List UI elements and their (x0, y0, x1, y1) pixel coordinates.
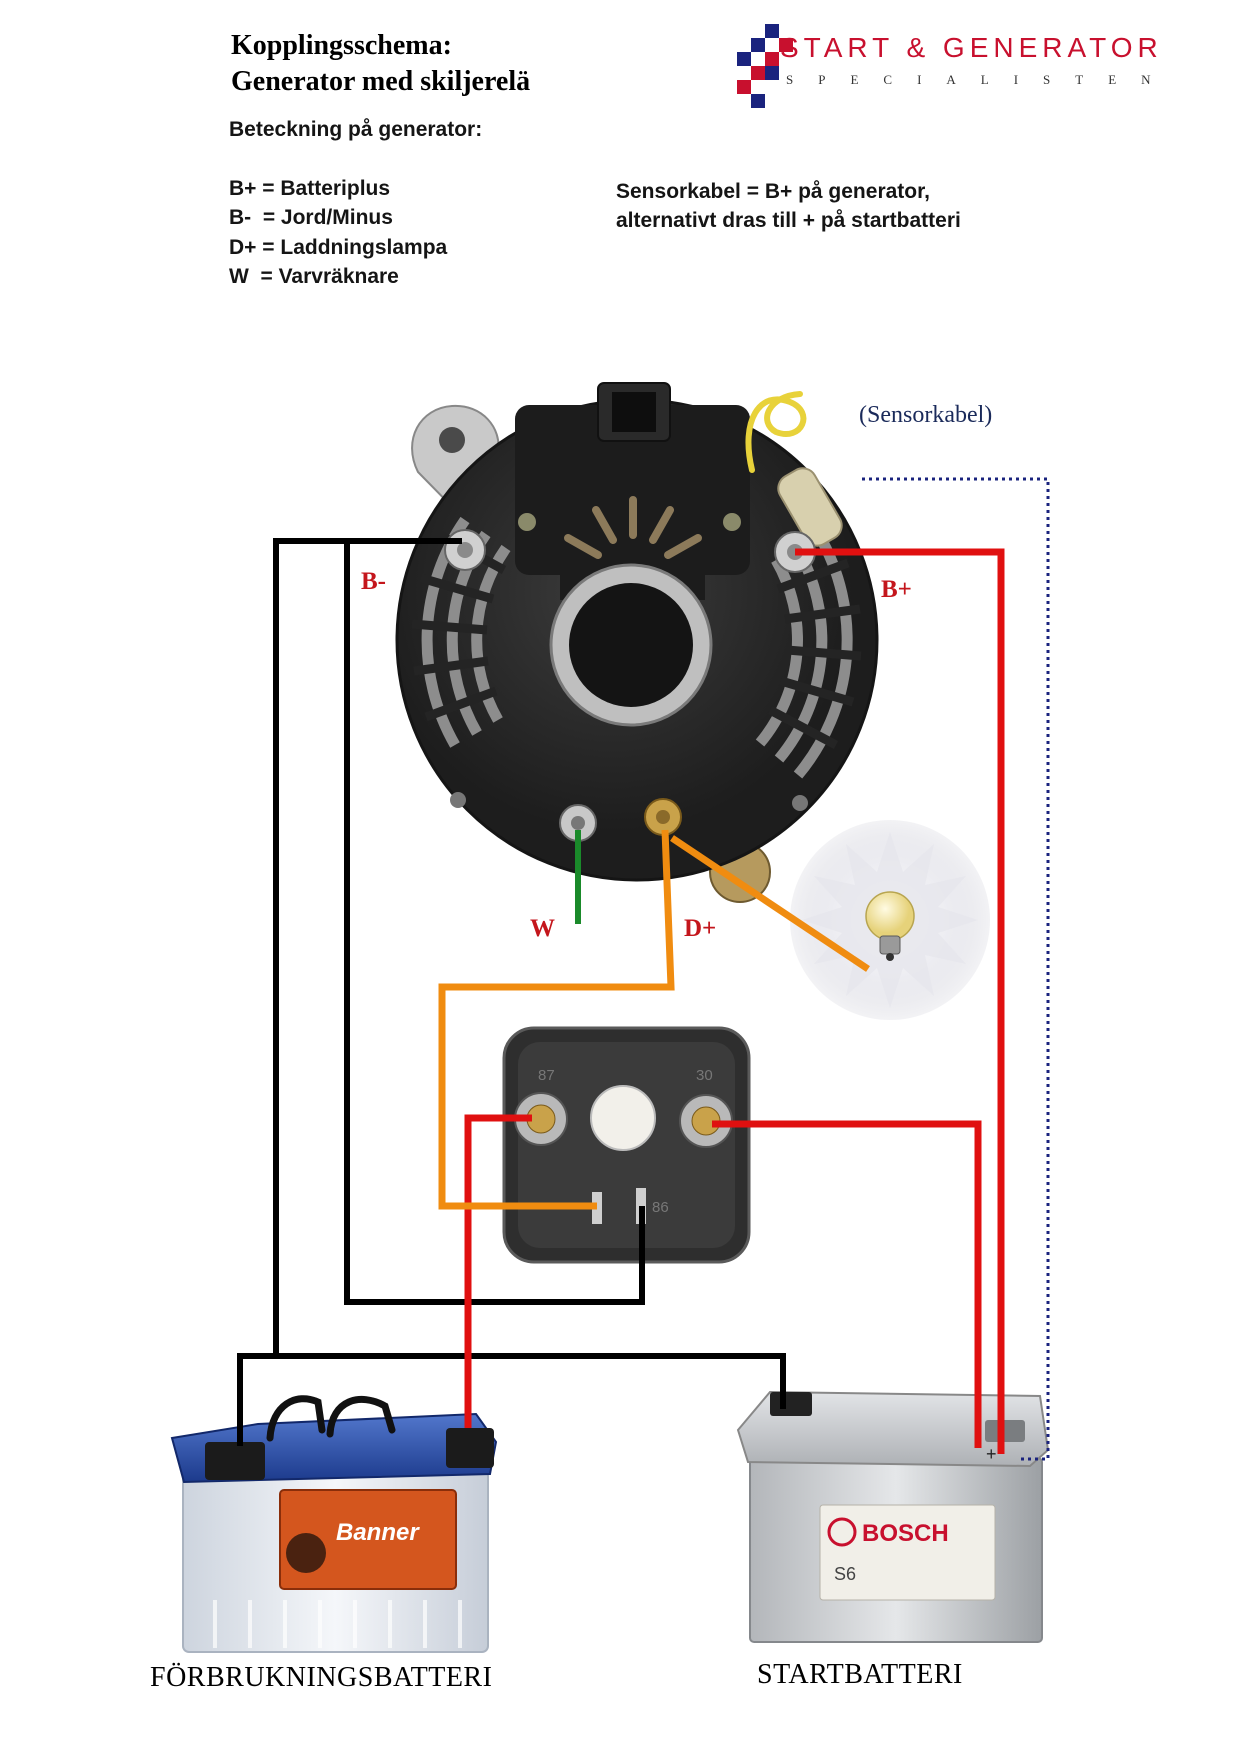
rim-screw (450, 792, 466, 808)
sensor-wire-coil (745, 391, 807, 473)
relay-to-service-wire (464, 1114, 532, 1428)
service-battery: Banner (170, 1395, 498, 1653)
page-title: Kopplingsschema: (231, 30, 452, 61)
relay-marking-87: 87 (538, 1067, 555, 1084)
legend-item: W = Varvräknare (229, 265, 399, 288)
relay-marking-30: 30 (696, 1067, 713, 1084)
logo-tagline: SPECIALISTEN (786, 72, 1176, 87)
legend-item: D+ = Laddningslampa (229, 236, 448, 259)
generator (395, 382, 879, 903)
regulator-slots (564, 496, 702, 559)
b-plus-label: B+ (881, 576, 912, 603)
lamp-bulb (865, 891, 915, 941)
relay-marking-86: 86 (652, 1199, 669, 1216)
sensor-note-line1: Sensorkabel = B+ på generator, (616, 180, 930, 203)
regulator-housing (515, 405, 750, 575)
sensor-cable-label: (Sensorkabel) (859, 402, 993, 428)
sensor-note-line2: alternativt dras till + på startbatteri (616, 209, 961, 232)
wires (237, 477, 1050, 1461)
mount-hole (439, 427, 465, 453)
d-plus-wire-relay (438, 829, 675, 1210)
logo-checker-icon (737, 24, 793, 108)
terminal-bolt (457, 542, 473, 558)
legend-heading: Beteckning på generator: (229, 118, 483, 141)
starter-battery-brand: BOSCH (862, 1520, 949, 1547)
b-plus-boot (777, 467, 843, 547)
terminal-bolt (571, 816, 585, 830)
battery-ribs (213, 1600, 462, 1648)
relay-to-starter-wire (712, 1120, 982, 1448)
starter-battery-negative-terminal (770, 1392, 812, 1416)
rim-screw (792, 795, 808, 811)
relay-knob (590, 1085, 656, 1151)
lamp-contact (886, 953, 894, 961)
w-label: W (530, 915, 555, 942)
d-plus-label: D+ (684, 915, 717, 942)
generator-vents (411, 516, 862, 779)
battery-handle (326, 1395, 396, 1438)
ground-wire-batteries (237, 1353, 786, 1446)
starter-battery-model: S6 (834, 1564, 856, 1584)
bosch-label (819, 1504, 996, 1601)
battery-handle (266, 1395, 326, 1442)
bosch-logo-icon (827, 1517, 857, 1547)
regulator-screw (518, 513, 536, 531)
legend-item: B- = Jord/Minus (229, 206, 393, 229)
connector-socket (612, 392, 656, 432)
b-minus-label: B- (361, 568, 386, 595)
logo-name: START & GENERATOR (780, 32, 1163, 63)
charge-lamp-icon (790, 820, 990, 1020)
ground-wire-generator (273, 538, 462, 1356)
starter-battery-label: STARTBATTERI (757, 1659, 963, 1690)
banner-label (279, 1489, 457, 1590)
starter-battery-positive-terminal (985, 1420, 1025, 1442)
starter-battery-plus-sign: + (986, 1444, 997, 1464)
d-plus-wire-lamp (670, 835, 870, 972)
service-battery-brand: Banner (336, 1519, 420, 1546)
page-subtitle: Generator med skiljerelä (231, 66, 531, 97)
sensor-wire (862, 477, 1050, 1461)
terminal-bolt (656, 810, 670, 824)
bull-logo-icon (286, 1533, 326, 1573)
b-plus-wire (795, 548, 1005, 1454)
legend-item: B+ = Batteriplus (229, 177, 391, 200)
split-charge-relay: 87 30 86 (502, 1026, 751, 1264)
lamp-base (879, 935, 901, 955)
bearing-cap (569, 583, 693, 707)
regulator-screw (723, 513, 741, 531)
starter-battery: + BOSCH S6 (736, 1390, 1050, 1643)
ground-wire-relay (344, 541, 645, 1305)
service-battery-negative-terminal (205, 1442, 265, 1480)
service-battery-label: FÖRBRUKNINGSBATTERI (150, 1662, 493, 1693)
service-battery-positive-terminal (446, 1428, 494, 1468)
